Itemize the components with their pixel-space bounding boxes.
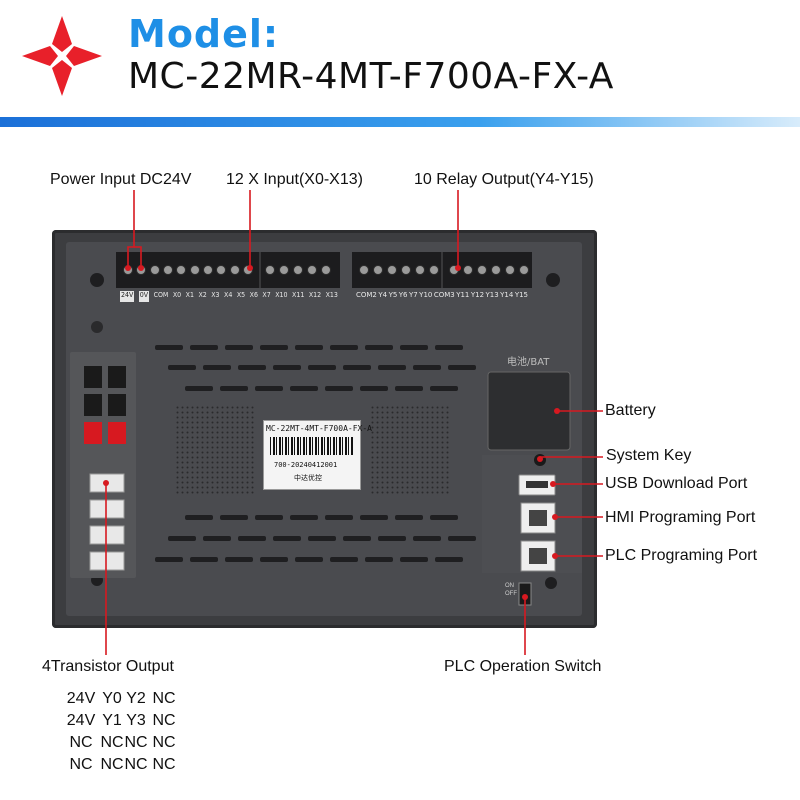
switch-off-label: OFF (505, 591, 517, 597)
model-value: MC-22MR-4MT-F700A-FX-A (128, 56, 614, 97)
terminal-label: Y11 (456, 291, 470, 299)
transistor-output-connector (89, 499, 125, 519)
callout-battery: Battery (605, 402, 656, 419)
terminal-label: Y14 (500, 291, 514, 299)
pin-table-cell: NC (124, 756, 148, 773)
sticker-model: MC-22MT-4MT-F700A-FX-A (266, 424, 372, 433)
connector-port-red (84, 422, 102, 444)
pin-table-cell: NC (100, 734, 124, 751)
input-terminal-block (116, 252, 340, 288)
terminal-label: X2 (198, 291, 207, 299)
callout-system-key: System Key (606, 447, 692, 464)
switch-labels: ON OFF (505, 582, 517, 598)
callout-leader-lines (105, 190, 603, 655)
pin-table-cell: NC (124, 734, 148, 751)
connector-port (108, 366, 126, 388)
pin-table-cell: 24V (66, 712, 96, 729)
product-sticker: MC-22MT-4MT-F700A-FX-A 700-20240412001 中… (263, 420, 372, 490)
connector-port (84, 366, 102, 388)
terminal-label: X13 (325, 291, 338, 299)
pin-table-cell: Y0 (102, 690, 122, 707)
barcode-icon (270, 437, 354, 455)
pin-table-cell: NC (69, 734, 93, 751)
terminal-label: Y5 (388, 291, 398, 299)
callout-transistor-output: 4Transistor Output (42, 658, 174, 675)
terminal-label: Y12 (470, 291, 485, 299)
battery-label: 电池/BAT (507, 357, 550, 368)
terminal-label: Y6 (398, 291, 408, 299)
connector-port (84, 394, 102, 416)
terminal-label: X11 (292, 291, 305, 299)
callout-relay-output: 10 Relay Output(Y4-Y15) (414, 171, 594, 188)
terminal-label: X3 (211, 291, 220, 299)
switch-on-label: ON (505, 583, 514, 589)
pin-table-cell: Y1 (102, 712, 122, 729)
sticker-brand: 中达优控 (294, 474, 322, 482)
speaker-grille-right (370, 405, 450, 495)
terminal-label: X0 (172, 291, 182, 299)
callout-operation-switch: PLC Operation Switch (444, 658, 602, 675)
callout-x-input: 12 X Input(X0-X13) (226, 171, 363, 188)
mount-hole-icon (546, 273, 560, 287)
terminal-label: COM2 (356, 291, 377, 299)
transistor-output-connector (89, 551, 125, 571)
callout-usb-download: USB Download Port (605, 475, 748, 492)
terminal-label: COM3 (433, 291, 455, 299)
terminal-label: COM (153, 291, 169, 299)
callout-power-input: Power Input DC24V (50, 171, 192, 188)
speaker-grille-left (175, 405, 255, 495)
terminal-label: Y13 (485, 291, 499, 299)
connector-port-red (108, 422, 126, 444)
sticker-serial: 700-20240412001 (274, 461, 338, 469)
pin-table-cell: Y2 (126, 690, 146, 707)
terminal-label: Y10 (419, 291, 433, 299)
pin-table-cell: 24V (66, 690, 96, 707)
callout-hmi-port: HMI Programing Port (605, 509, 756, 526)
brand-logo-icon (22, 16, 102, 96)
transistor-output-connector (89, 525, 125, 545)
mount-hole-icon (90, 273, 104, 287)
terminal-label: Y7 (408, 291, 418, 299)
mount-hole-icon (91, 321, 103, 333)
terminal-label: X7 (262, 291, 271, 299)
terminal-label: X5 (236, 291, 246, 299)
terminal-label: Y15 (514, 291, 528, 299)
terminal-label: X6 (249, 291, 258, 299)
terminal-label: 0V (138, 291, 150, 302)
terminal-label: X1 (185, 291, 194, 299)
connector-port (108, 394, 126, 416)
terminal-label: X12 (308, 291, 322, 299)
terminal-label: 24V (120, 291, 135, 302)
pin-table-cell: NC (152, 734, 176, 751)
terminal-label: Y4 (378, 291, 388, 299)
callout-plc-port: PLC Programing Port (605, 547, 758, 564)
mount-hole-icon (545, 577, 557, 589)
pin-table-cell: Y3 (126, 712, 146, 729)
pin-table-cell: NC (100, 756, 124, 773)
pin-table-cell: NC (152, 690, 176, 707)
terminal-label: X4 (224, 291, 233, 299)
pin-table-cell: NC (69, 756, 93, 773)
pin-table-cell: NC (152, 712, 176, 729)
pin-table-cell: NC (152, 756, 176, 773)
header-divider-bar (0, 117, 800, 127)
model-label: Model: (128, 12, 280, 56)
terminal-label: X10 (275, 291, 288, 299)
